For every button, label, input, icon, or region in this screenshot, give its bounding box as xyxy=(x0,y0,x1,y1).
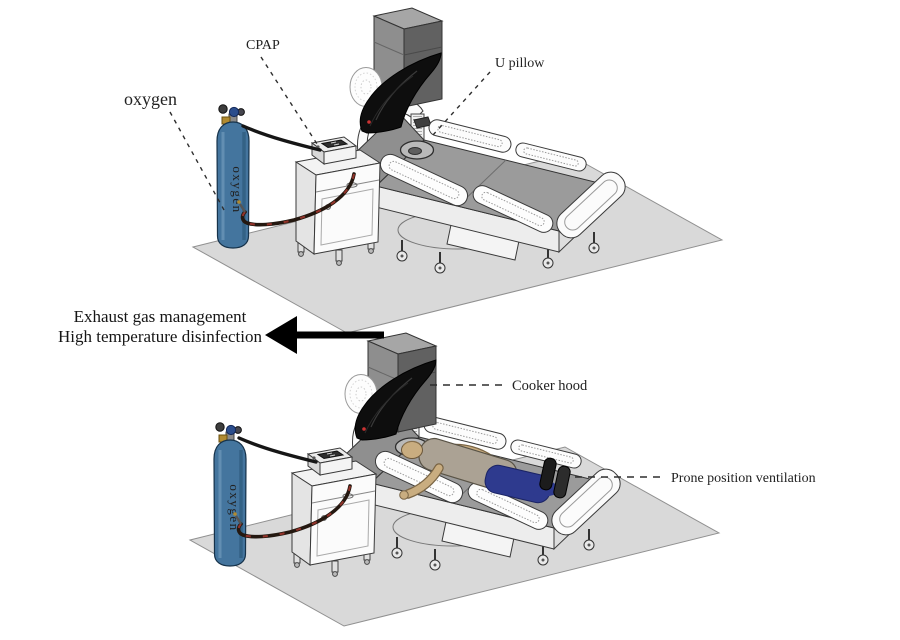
annotations: oxygen CPAP U pillow Cooker hood Prone p… xyxy=(58,38,816,486)
scene-top xyxy=(192,7,723,334)
arrow-head xyxy=(265,316,297,354)
label-oxygen: oxygen xyxy=(124,89,225,211)
patient-figure xyxy=(399,437,571,504)
cooker-hood-label: Cooker hood xyxy=(512,378,588,394)
label-prone-position: Prone position ventilation xyxy=(575,471,816,486)
process-note-line2: High temperature disinfection xyxy=(58,327,262,346)
process-note-line1: Exhaust gas management xyxy=(74,307,247,326)
oxygen-label: oxygen xyxy=(124,89,177,109)
patient-shoe-right xyxy=(553,465,571,499)
patient-near-arm xyxy=(404,464,443,498)
cpap-leader-line xyxy=(260,56,320,148)
scene-bottom xyxy=(189,332,720,627)
u-pillow-label: U pillow xyxy=(495,56,545,71)
process-arrow xyxy=(265,316,384,354)
patient-shoe-left xyxy=(539,457,557,491)
prone-label: Prone position ventilation xyxy=(671,471,816,486)
label-u-pillow: U pillow xyxy=(432,56,545,136)
oxygen-leader-line xyxy=(169,111,225,211)
label-cooker-hood: Cooker hood xyxy=(430,378,588,394)
label-cpap: CPAP xyxy=(246,38,320,148)
process-note: Exhaust gas management High temperature … xyxy=(58,307,262,346)
cpap-label: CPAP xyxy=(246,38,280,53)
